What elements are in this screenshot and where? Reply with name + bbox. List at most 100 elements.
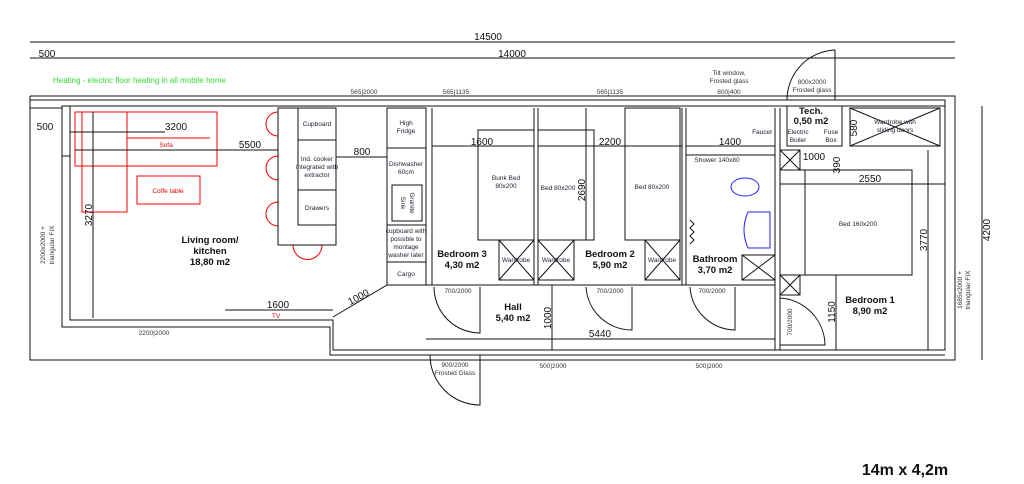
cooker-label-1: Ind. cooker (301, 156, 334, 163)
faucet-label: Faucet (752, 129, 772, 136)
bedroom1-name: Bedroom 1 (845, 295, 895, 306)
bedrooms-2-3: Bunk Bed 80x200 Bed 80x200 Bed 80x200 Wa… (432, 107, 682, 281)
bottom-mid-window: 500|2000 (540, 363, 567, 370)
dim-bedroom3: 1600 (471, 137, 494, 148)
door-bedroom3: 700/2000 (444, 288, 471, 295)
bedroom1-area: 8,90 m2 (853, 306, 888, 317)
drawers-label: Drawers (305, 205, 330, 212)
dim-living-depth: 3270 (84, 203, 95, 226)
living-room: Sofa Coffe table Cupboard Ind. cooker in… (37, 107, 427, 320)
hall-area: 5,40 m2 (496, 313, 531, 324)
coffee-table-label: Coffe table (152, 188, 184, 195)
right-window-size: 1685x2000 + (957, 271, 964, 309)
washbasin-icon (743, 211, 771, 249)
window-2: 565|1135 (443, 89, 470, 96)
dim-shower: 1400 (719, 137, 742, 148)
dim-tv: 1600 (267, 300, 290, 311)
entry-door-swing (429, 354, 481, 406)
bathroom-area: 3,70 m2 (698, 265, 733, 276)
shower-label: Shower 140x80 (694, 157, 740, 164)
bathroom-name: Bathroom (693, 254, 738, 265)
wardrobe-a-label: Wardrobe (502, 257, 531, 264)
door-bathroom: 700/2000 (698, 288, 725, 295)
wardrobe-c-label: Wardrobe (648, 257, 677, 264)
cupboard-label: Cupboard (303, 121, 332, 128)
dim-hall-width: 1000 (543, 306, 554, 329)
boiler-label-2: Boiler (790, 137, 807, 144)
dim-tech-gap: 390 (832, 156, 843, 173)
dim-hall-length: 5440 (589, 329, 612, 340)
fuse-label-1: Fuse (824, 129, 839, 136)
tech-room: Tech. 0,50 m2 Electric Boiler Fuse Box 1… (787, 106, 916, 173)
fuse-label-2: Box (825, 137, 837, 144)
living-room-name-2: kitchen (193, 246, 226, 257)
window-3: 565|1135 (597, 89, 624, 96)
door-bedroom1: 700/2000 (787, 308, 794, 335)
tilt-window-glass: Frosted glass (709, 78, 749, 85)
double-bed-label: Bed 160x200 (839, 221, 878, 228)
hall-name: Hall (504, 302, 521, 313)
tv-label: TV (272, 313, 281, 320)
bedroom2-area: 5,90 m2 (593, 260, 628, 271)
sliding-wardrobe-label-2: sliding doors (877, 127, 914, 134)
sofa-label: Sofa (159, 142, 173, 149)
bedroom1: Bed 160x200 2550 3770 1150 Bedroom 1 8,9… (779, 149, 945, 350)
dim-diagonal: 1000 (346, 288, 371, 308)
dim-bed1-depth: 3770 (919, 228, 930, 251)
left-window-type: triangular FIX (49, 225, 56, 265)
hall: Hall 5,40 m2 5440 1000 (426, 285, 775, 350)
washer-label-2: possible to (390, 236, 421, 243)
entry-door-glass: Frosted Glass (435, 370, 476, 377)
left-window-size: 2200x2000 + (40, 226, 47, 264)
living-room-area: 18,80 m2 (190, 257, 230, 268)
wardrobe-b-label: Wardrobe (542, 257, 571, 264)
sliding-wardrobe-label-1: Wardrobe with (874, 119, 916, 126)
dim-sofa: 3200 (165, 122, 188, 133)
dim-kitchen-gap: 800 (354, 147, 371, 158)
single-bed-a-label: Bed 80x200 (541, 185, 576, 192)
dishwasher-label-1: Dishwasher (389, 161, 424, 168)
heating-note: Heating - electric floor heating in all … (53, 76, 227, 85)
plan-size-title: 14m x 4,2m (862, 462, 948, 479)
tech-door-size: 800x2000 (798, 79, 827, 86)
bunk-bed-label-1: Bunk Bed (492, 175, 521, 182)
bottom-left-window: 2200|2000 (139, 330, 170, 337)
overall-dimensions: 14500 500 14000 4200 (30, 32, 993, 360)
cooker-label-3: extractor (304, 172, 330, 179)
sink-label-2: Sink (399, 197, 406, 210)
radiator-icon (689, 219, 695, 245)
tilt-window-size: 800|400 (717, 89, 741, 96)
fridge-label-1: High (399, 120, 413, 127)
doors: 700/2000 700/2000 700/2000 700/2000 (433, 286, 826, 346)
single-bed-b-label: Bed 80x200 (635, 184, 670, 191)
door-bedroom2: 700/2000 (596, 288, 623, 295)
dim-tech-width: 1000 (803, 152, 826, 163)
entry-door-size: 900/2000 (441, 362, 468, 369)
fridge-label-2: Fridge (397, 128, 416, 135)
dim-living-length: 5500 (239, 140, 262, 151)
dim-bed-length: 2690 (577, 178, 588, 201)
right-window-type: triangular FIX (965, 270, 972, 310)
tech-name: Tech. (799, 106, 823, 117)
dim-left-offset: 500 (39, 49, 56, 60)
walls (29, 95, 956, 361)
bedroom3-name: Bedroom 3 (437, 249, 487, 260)
boiler-label-1: Electric (787, 129, 809, 136)
dim-total-width: 4200 (982, 218, 993, 241)
dim-total-length: 14500 (474, 32, 502, 43)
dim-left-inner: 500 (37, 122, 54, 133)
tech-door-glass: Frosted glass (792, 87, 832, 94)
dim-bedroom2: 2200 (599, 137, 622, 148)
tilt-window-label: Tilt window, (712, 70, 746, 77)
washer-label-1: cupboard with (386, 228, 427, 235)
bedroom3-area: 4,30 m2 (445, 260, 480, 271)
dim-tech-depth: 580 (849, 119, 860, 136)
bathroom: 1400 Shower 140x80 Faucet Bathroom 3,70 … (686, 129, 776, 281)
toilet-icon (730, 177, 760, 197)
dim-bed1-width: 2550 (859, 174, 882, 185)
washer-label-3: montage (393, 244, 419, 251)
tech-door-swing (786, 49, 836, 101)
tech-area: 0,50 m2 (794, 116, 829, 127)
sink-label-1: Granite (408, 192, 415, 214)
